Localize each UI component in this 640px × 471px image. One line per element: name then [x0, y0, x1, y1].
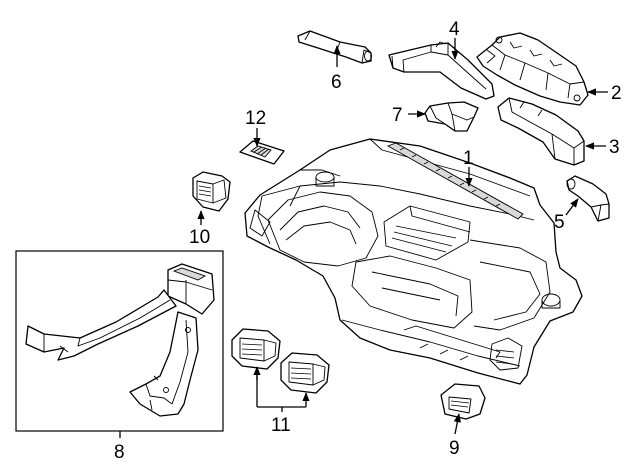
callout-numbers: 1 2 3 4 5 6 7 8 9 10 11 12	[114, 19, 622, 463]
callout-3: 3	[609, 137, 620, 158]
callout-5: 5	[554, 212, 565, 233]
instrument-panel[interactable]	[244, 138, 583, 385]
callout-6: 6	[331, 72, 342, 93]
leader-9	[453, 413, 461, 435]
part-7-duct[interactable]	[424, 101, 479, 132]
callout-8: 8	[114, 442, 125, 463]
leader-lines	[119, 38, 608, 438]
callout-7: 7	[392, 105, 403, 126]
part-2-duct-assembly[interactable]	[476, 32, 589, 106]
callout-11: 11	[271, 415, 291, 436]
part-10-vent[interactable]	[192, 171, 231, 212]
part-11-vent-left[interactable]	[231, 328, 281, 370]
leader-5	[565, 198, 579, 216]
part-6-duct[interactable]	[297, 30, 372, 64]
part-5-elbow[interactable]	[566, 175, 610, 222]
part-4-duct[interactable]	[388, 41, 495, 100]
part-3-duct[interactable]	[497, 97, 585, 166]
part-12-grille[interactable]	[239, 140, 285, 165]
callout-12: 12	[245, 108, 266, 129]
callout-4: 4	[449, 19, 460, 40]
callout-9: 9	[449, 438, 460, 459]
part-11-vent-right[interactable]	[280, 352, 330, 394]
callout-2: 2	[611, 83, 622, 104]
part-8-duct[interactable]	[25, 263, 215, 417]
inset-panel	[15, 250, 224, 432]
callout-10: 10	[189, 227, 210, 248]
part-9-vent[interactable]	[440, 383, 486, 420]
callout-1: 1	[463, 148, 474, 169]
